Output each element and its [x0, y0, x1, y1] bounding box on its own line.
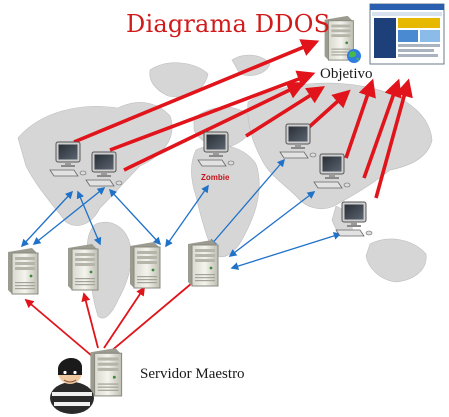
diagram-title: Diagrama DDOS: [126, 10, 331, 38]
command-arrow: [109, 276, 200, 353]
master-server-label: Servidor Maestro: [140, 366, 245, 382]
robber-icon: [50, 357, 94, 414]
command-arrow: [24, 298, 93, 357]
tower-server-icon: [129, 241, 161, 289]
attack-arrow: [306, 89, 351, 130]
web-page-screenshot-icon: [369, 3, 445, 65]
attack-arrow: [374, 78, 413, 199]
tower-server-icon: [67, 243, 99, 291]
tower-server-icon: [7, 247, 39, 295]
attack-arrows: [73, 39, 413, 199]
target-node: [324, 3, 445, 65]
attack-arrow: [362, 78, 402, 179]
tower-server-icon: [187, 239, 219, 287]
control-link: [165, 184, 209, 248]
attack-arrow: [109, 70, 316, 152]
globe-icon: [347, 49, 361, 63]
command-arrows: [24, 276, 200, 357]
control-links: [20, 158, 342, 270]
target-label: Objetivo: [320, 66, 373, 82]
attack-arrow: [344, 78, 376, 159]
control-link: [108, 188, 162, 246]
master-node: [50, 347, 123, 414]
tower-server-icon: [89, 347, 123, 397]
attack-arrow: [123, 82, 306, 172]
control-link: [230, 232, 342, 270]
zombie-label: Zombie: [201, 173, 230, 182]
command-arrow: [81, 292, 99, 349]
attack-arrow: [73, 39, 320, 144]
command-arrow: [103, 286, 145, 349]
attack-arrow: [245, 86, 326, 138]
control-link: [32, 187, 106, 245]
